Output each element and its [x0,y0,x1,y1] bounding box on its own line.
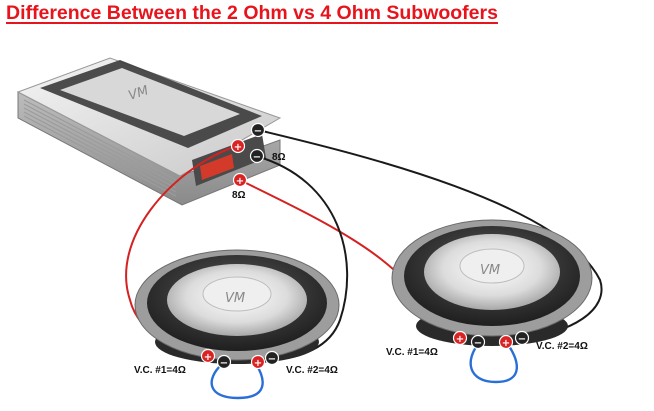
jumper-wire-right-sub [469,340,519,384]
left-sub-vc1-label: V.C. #1=4Ω [134,365,186,376]
minus-sign: − [253,152,261,163]
minus-sign: − [518,334,526,345]
plus-sign: + [502,338,510,349]
subwoofer-right-logo: VM [480,263,500,278]
subwoofer-right: VM [391,219,593,346]
left-sub-vc1-neg: − [216,354,232,370]
minus-sign: − [220,358,228,369]
left-sub-vc2-label: V.C. #2=4Ω [286,365,338,376]
subwoofer-left-dustcap [202,276,272,312]
amplifier-logo: VM [127,83,151,103]
amp-terminal-neg-bottom: − [249,148,265,164]
right-sub-vc1-label: V.C. #1=4Ω [386,347,438,358]
right-sub-vc2-neg: − [514,330,530,346]
plus-sign: + [236,176,244,187]
diagram-title: Difference Between the 2 Ohm vs 4 Ohm Su… [6,2,498,24]
minus-sign: − [268,354,276,365]
subwoofer-right-dustcap [459,248,525,284]
left-sub-vc1-pos: + [200,348,216,364]
amplifier-top-inset [60,68,240,136]
amp-terminal-pos-top: + [230,138,246,154]
amp-terminal-pos-bottom: + [232,172,248,188]
subwoofer-left-logo: VM [225,291,245,306]
plus-sign: + [254,358,262,369]
amp-impedance-label-bottom: 8Ω [232,190,246,201]
amplifier-heatsink [23,99,177,197]
right-sub-vc1-pos: + [452,330,468,346]
right-sub-vc1-neg: − [470,334,486,350]
left-sub-vc2-pos: + [250,354,266,370]
subwoofer-left: VM [134,249,340,364]
plus-sign: + [204,352,212,363]
right-sub-vc2-pos: + [498,334,514,350]
amp-terminal-neg-top: − [250,122,266,138]
minus-sign: − [254,126,262,137]
minus-sign: − [474,338,482,349]
amplifier: VM [16,57,282,206]
plus-sign: + [456,334,464,345]
right-sub-vc2-label: V.C. #2=4Ω [536,341,588,352]
plus-sign: + [234,142,242,153]
jumper-wire-left-sub [210,362,264,400]
amp-impedance-label-top: 8Ω [272,152,286,163]
left-sub-vc2-neg: − [264,350,280,366]
amplifier-fuse-block [200,154,234,180]
